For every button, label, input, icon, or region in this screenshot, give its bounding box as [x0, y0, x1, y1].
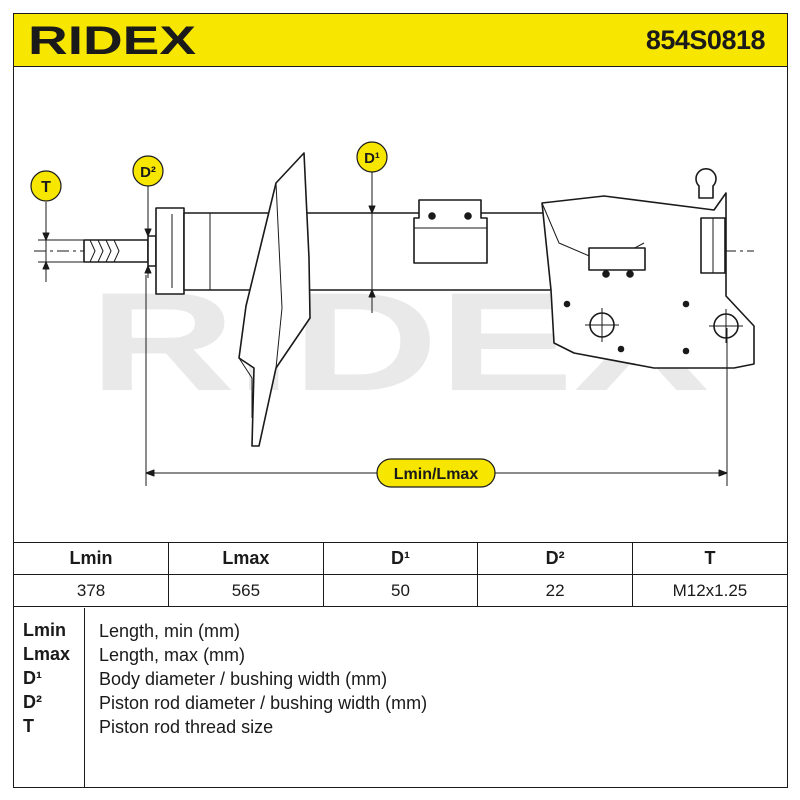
badge-length: Lmin/Lmax	[376, 458, 496, 488]
legend-desc: Body diameter / bushing width (mm)	[99, 669, 388, 689]
dimension-d1	[368, 168, 376, 313]
legend-desc: Length, min (mm)	[99, 621, 241, 641]
legend-desc: Piston rod thread size	[99, 717, 274, 737]
badge-d1: D¹	[356, 141, 388, 173]
legend-row: Lmax Length, max (mm)	[14, 644, 787, 668]
ridex-logo-text: RIDEX	[28, 20, 196, 60]
dimension-t	[38, 202, 84, 282]
value-cell-lmax: 565	[168, 574, 324, 607]
legend-row: D² Piston rod diameter / bushing width (…	[14, 692, 787, 716]
knuckle-bracket	[541, 168, 755, 369]
spec-table: Lmin Lmax D¹ D² T 378 565 50 22 M12x1.25	[14, 542, 787, 607]
legend-key: Lmax	[23, 644, 71, 664]
spec-table-header-row: Lmin Lmax D¹ D² T	[14, 542, 787, 575]
legend: Lmin Length, min (mm) Lmax Length, max (…	[14, 608, 787, 788]
spec-sheet-frame: RIDEX 854S0818 RIDEX	[13, 13, 788, 788]
legend-key: T	[23, 716, 34, 736]
body-tube	[183, 212, 555, 291]
header-cell-d1: D¹	[322, 542, 478, 575]
ridex-logo: RIDEX	[28, 20, 196, 60]
stabilizer-bracket	[413, 199, 488, 264]
header-cell-t: T	[631, 542, 787, 575]
legend-key: D²	[23, 692, 42, 712]
badge-d1-label: D¹	[364, 150, 380, 167]
legend-key: D¹	[23, 668, 42, 688]
dimension-d2	[144, 178, 152, 278]
header-cell-d2: D²	[477, 542, 633, 575]
shock-absorber-drawing: RIDEX	[30, 141, 755, 488]
legend-divider	[84, 608, 85, 788]
spec-table-value-row: 378 565 50 22 M12x1.25	[14, 574, 787, 607]
legend-desc: Piston rod diameter / bushing width (mm)	[99, 693, 428, 713]
legend-row: T Piston rod thread size	[14, 716, 787, 740]
part-number: 854S0818	[645, 25, 766, 55]
value-cell-d1: 50	[322, 574, 478, 607]
header-cell-lmin: Lmin	[14, 542, 169, 575]
top-cap	[155, 207, 185, 295]
piston-rod	[83, 235, 157, 267]
badge-t-label: T	[41, 179, 51, 196]
badge-t: T	[30, 170, 62, 202]
legend-key: Lmin	[23, 620, 66, 640]
badge-d2-label: D²	[140, 164, 156, 181]
value-cell-t: M12x1.25	[631, 574, 787, 607]
legend-desc: Length, max (mm)	[99, 645, 246, 665]
badge-length-label: Lmin/Lmax	[394, 466, 479, 483]
value-cell-d2: 22	[477, 574, 633, 607]
legend-row: Lmin Length, min (mm)	[14, 620, 787, 644]
header-cell-lmax: Lmax	[168, 542, 324, 575]
spring-seat	[238, 152, 311, 447]
value-cell-lmin: 378	[14, 574, 169, 607]
badge-d2: D²	[132, 155, 164, 187]
legend-row: D¹ Body diameter / bushing width (mm)	[14, 668, 787, 692]
header-bar: RIDEX 854S0818	[14, 14, 787, 67]
